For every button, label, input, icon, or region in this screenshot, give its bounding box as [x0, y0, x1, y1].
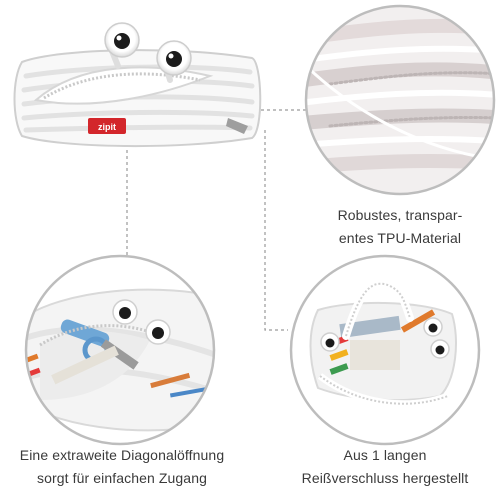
brand-tag	[88, 118, 126, 134]
opening-closeup-circle	[24, 254, 216, 446]
zipper-closeup-circle	[289, 254, 481, 446]
caption-material-line1: Robustes, transpar-	[337, 207, 463, 223]
connector-lines	[126, 109, 310, 331]
caption-material: Robustes, transpar- entes TPU-Material	[305, 204, 495, 250]
caption-zipper: Aus 1 langen Reißverschluss hergestellt	[280, 444, 490, 490]
caption-opening: Eine extraweite Diagonalöffnung sorgt fü…	[0, 444, 244, 490]
pouch-main-image: zipit	[13, 22, 262, 148]
caption-opening-line1: Eine extraweite Diagonalöffnung	[19, 447, 225, 463]
zipper-pull	[226, 118, 248, 134]
material-closeup-circle	[304, 4, 496, 196]
brand-tag-text: zipit	[98, 122, 116, 132]
caption-material-line2: entes TPU-Material	[338, 230, 462, 246]
eye-left	[104, 22, 140, 69]
caption-opening-line2: sorgt für einfachen Zugang	[37, 470, 207, 486]
connector-zipper	[264, 130, 288, 331]
caption-zipper-line2: Reißverschluss hergestellt	[301, 470, 469, 486]
eye-right	[156, 40, 192, 83]
caption-zipper-line1: Aus 1 langen	[343, 447, 427, 463]
